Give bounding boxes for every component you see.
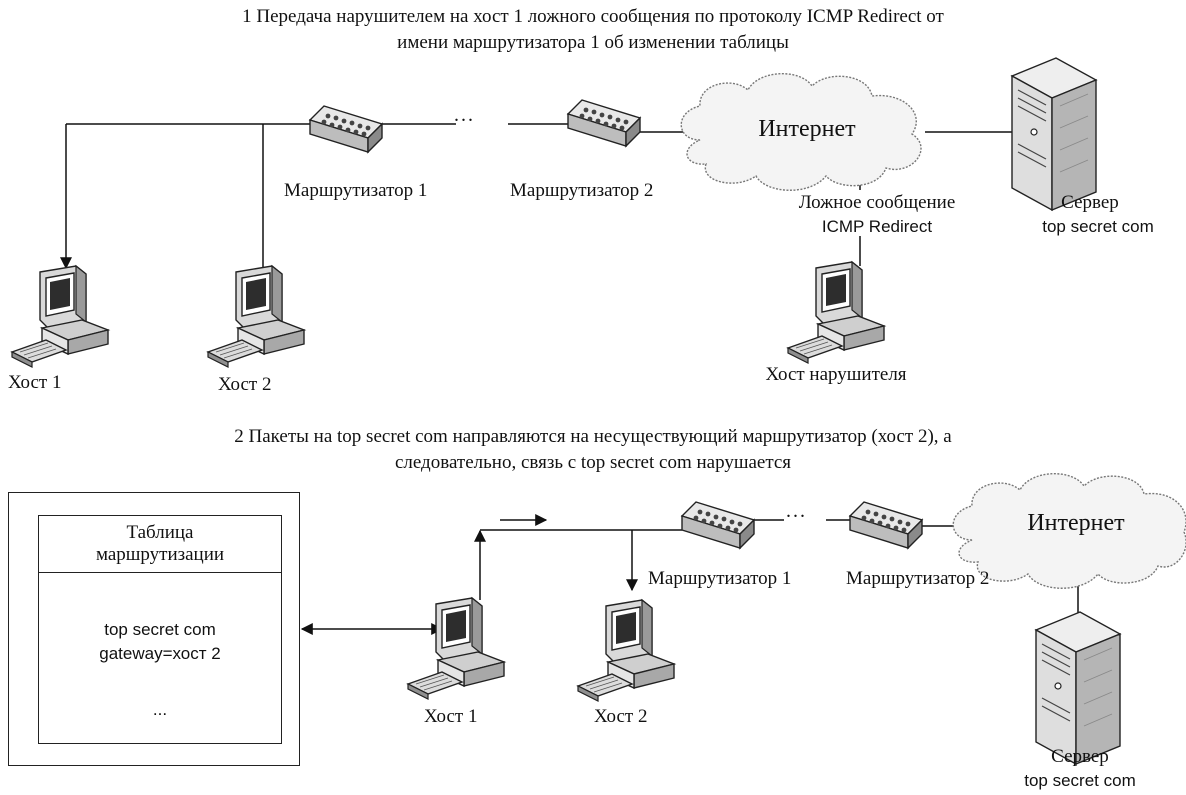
top-router-2-icon [567,99,641,147]
bottom-host-2-icon [577,599,675,702]
bottom-cloud [952,473,1186,589]
attacker-host-icon [787,261,885,364]
top-router-1-label: Маршрутизатор 1 [284,180,428,201]
routing-entry-line-2: gateway=хост 2 [99,644,221,663]
bottom-host-1-icon [407,597,505,700]
bottom-caption-line-2: следовательно, связь с top secret com на… [394,452,792,473]
top-router-1-icon [309,105,383,153]
top-ellipsis: ... [454,104,475,126]
routing-table: Таблица маршрутизации top secret com gat… [38,515,282,744]
routing-table-header: Таблица маршрутизации [39,516,281,573]
top-host-1-icon [11,265,109,368]
bottom-router-1-label: Маршрутизатор 1 [648,568,792,589]
bottom-server-label-2: top secret com [1024,771,1136,790]
message-line-2: ICMP Redirect [821,217,933,236]
bottom-router-2-label: Маршрутизатор 2 [846,568,990,589]
bottom-host-1-label: Хост 1 [424,706,478,727]
top-cloud-label: Интернет [758,116,856,142]
bottom-router-1-icon [681,501,755,549]
top-host-2-label: Хост 2 [218,374,272,395]
bottom-caption-line-1: 2 Пакеты на top secret com направляются … [234,426,952,447]
bottom-network-links [300,514,1079,635]
bottom-ellipsis: ... [786,500,807,522]
bottom-host-2-label: Хост 2 [594,706,648,727]
top-caption-line-2: имени маршрутизатора 1 об изменении табл… [397,32,789,53]
routing-entry-line-1: top secret com [104,620,216,639]
routing-more-ellipsis: ... [152,700,168,719]
top-caption-line-1: 1 Передача нарушителем на хост 1 ложного… [242,6,944,27]
top-host-2-icon [207,265,305,368]
top-server-icon [1011,57,1097,211]
routing-panel-frame [8,492,300,766]
routing-table-title: Таблица маршрутизации [95,522,225,565]
top-server-label-1: Сервер [1061,192,1119,213]
top-network-links [60,123,1012,270]
top-router-2-label: Маршрутизатор 2 [510,180,654,201]
bottom-server-icon [1035,611,1121,765]
bottom-cloud-label: Интернет [1027,510,1125,536]
top-cloud [680,73,922,191]
message-line-1: Ложное сообщение [798,192,956,213]
top-host-1-label: Хост 1 [8,372,62,393]
top-server-label-2: top secret com [1042,217,1154,236]
bottom-router-2-icon [849,501,923,549]
attacker-host-label: Хост нарушителя [765,364,907,385]
bottom-server-label-1: Сервер [1051,746,1109,767]
